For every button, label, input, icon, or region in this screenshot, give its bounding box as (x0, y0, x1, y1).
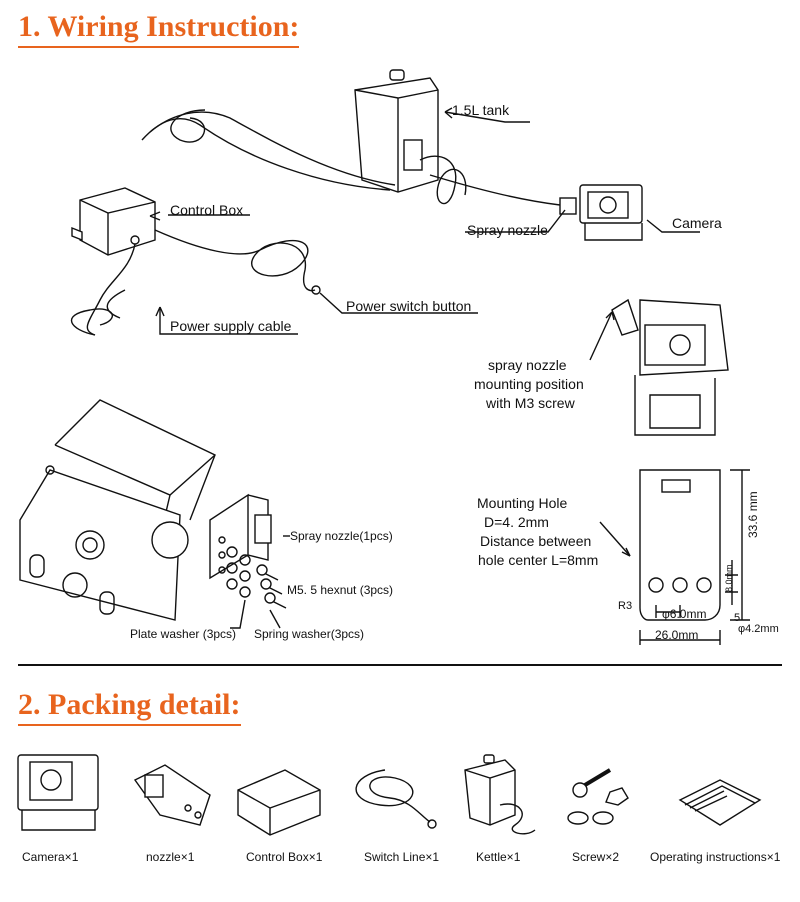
label-mount-pos-1: spray nozzle (488, 357, 567, 373)
label-power-cable: Power supply cable (170, 318, 292, 334)
dim-8: 8.0mm (724, 564, 734, 592)
packing-item-switch-line: Switch Line×1 (364, 850, 440, 864)
label-spray-nozzle-pcs: Spray nozzle(1pcs) (290, 529, 393, 543)
label-spring-washer: Spring washer(3pcs) (254, 627, 365, 641)
mounting-plate-drawing (639, 469, 750, 645)
packing-item-screw: Screw×2 (572, 850, 620, 864)
packing-item-instructions: Operating instructions×1 (650, 850, 781, 864)
packing-item-nozzle: nozzle×1 (146, 850, 195, 864)
label-mount-pos-2: mounting position (474, 376, 584, 392)
packing-item-control-box: Control Box×1 (246, 850, 323, 864)
mounting-line-3: Distance between (480, 533, 592, 549)
tank-drawing (354, 69, 439, 193)
large-camera-drawing (19, 399, 216, 621)
packing-item-camera: Camera×1 (22, 850, 79, 864)
nozzle-bracket-drawing (209, 493, 287, 609)
label-camera: Camera (672, 215, 722, 231)
label-spray-nozzle: Spray nozzle (467, 222, 548, 238)
label-hexnut: M5. 5 hexnut (3pcs) (287, 583, 394, 597)
mounting-line-1: Mounting Hole (477, 495, 568, 511)
mounting-line-4: hole center L=8mm (478, 552, 599, 568)
label-mount-pos-3: with M3 screw (486, 395, 575, 411)
packing-illustrations (17, 754, 762, 836)
dim-height: 33.6 mm (746, 491, 760, 538)
camera-drawing (559, 184, 643, 241)
label-power-switch: Power switch button (346, 298, 472, 314)
dim-26: 26.0mm (655, 628, 699, 642)
label-tank: 1.5L tank (452, 102, 510, 118)
dim-r3: R3 (618, 600, 633, 612)
section-divider (18, 664, 782, 666)
dim-6: φ6.0mm (662, 607, 707, 621)
dim-5: 5 (734, 612, 741, 624)
mounting-line-2: D=4. 2mm (484, 514, 549, 530)
camera-bracket-drawing (611, 298, 729, 436)
packing-item-kettle: Kettle×1 (476, 850, 521, 864)
control-box-drawing (71, 187, 156, 256)
label-plate-washer: Plate washer (3pcs) (130, 627, 237, 641)
section-title-packing: 2. Packing detail: (18, 688, 241, 726)
section-title-wiring: 1. Wiring Instruction: (18, 10, 300, 48)
label-control-box: Control Box (170, 202, 244, 218)
dim-42: φ4.2mm (738, 623, 779, 635)
